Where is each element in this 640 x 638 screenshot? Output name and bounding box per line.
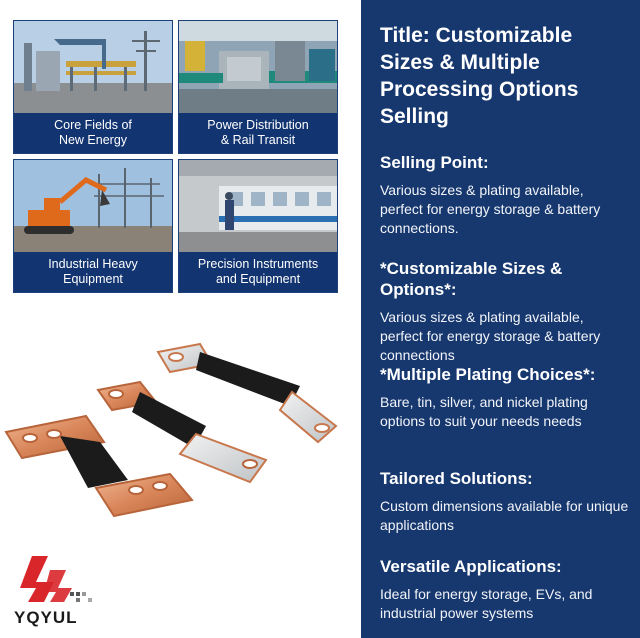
application-tile-precision-instruments: Precision Instruments and Equipment <box>178 159 338 293</box>
application-tile-industrial-heavy: Industrial Heavy Equipment <box>13 159 173 293</box>
tile-caption: Precision Instruments and Equipment <box>179 252 337 292</box>
section-heading: Tailored Solutions: <box>380 469 533 488</box>
left-visual-area: Core Fields of New Energy Power Distribu… <box>4 20 338 627</box>
busbar-back <box>156 342 338 444</box>
tile-caption: Power Distribution & Rail Transit <box>179 113 337 153</box>
tile-caption: Core Fields of New Energy <box>14 113 172 153</box>
copper-busbar-product-image <box>4 342 338 518</box>
section-versatile-applications: Versatile Applications: Ideal for energy… <box>380 556 630 623</box>
industrial-heavy-photo <box>14 160 172 252</box>
section-customizable-sizes: *Customizable Sizes & Options*: Various … <box>380 258 630 365</box>
busbar-front <box>4 414 194 518</box>
info-panel: Title: Customizable Sizes & Multiple Pro… <box>361 0 640 638</box>
power-distribution-photo <box>179 21 337 113</box>
panel-title: Title: Customizable Sizes & Multiple Pro… <box>380 24 579 128</box>
precision-instruments-photo <box>179 160 337 252</box>
section-selling-point: Selling Point: Various sizes & plating a… <box>380 152 630 238</box>
tile-caption: Industrial Heavy Equipment <box>14 252 172 292</box>
section-body: Custom dimensions available for unique a… <box>380 498 629 533</box>
section-heading: *Multiple Plating Choices*: <box>380 365 596 384</box>
section-heading: Selling Point: <box>380 153 489 172</box>
busbar-middle <box>96 380 268 484</box>
section-heading: *Customizable Sizes & Options*: <box>380 259 563 299</box>
brand-name: YQYUL <box>14 608 78 627</box>
application-tile-power-distribution: Power Distribution & Rail Transit <box>178 20 338 154</box>
section-body: Ideal for energy storage, EVs, and indus… <box>380 586 593 621</box>
section-body: Various sizes & plating available, perfe… <box>380 309 601 363</box>
section-heading: Versatile Applications: <box>380 557 562 576</box>
section-plating-choices: *Multiple Plating Choices*: Bare, tin, s… <box>380 364 630 431</box>
section-body: Bare, tin, silver, and nickel plating op… <box>380 394 588 429</box>
application-tile-new-energy: Core Fields of New Energy <box>13 20 173 154</box>
brand-logo-icon <box>20 556 92 602</box>
new-energy-photo <box>14 21 172 113</box>
section-body: Various sizes & plating available, perfe… <box>380 182 601 236</box>
section-tailored-solutions: Tailored Solutions: Custom dimensions av… <box>380 468 630 535</box>
